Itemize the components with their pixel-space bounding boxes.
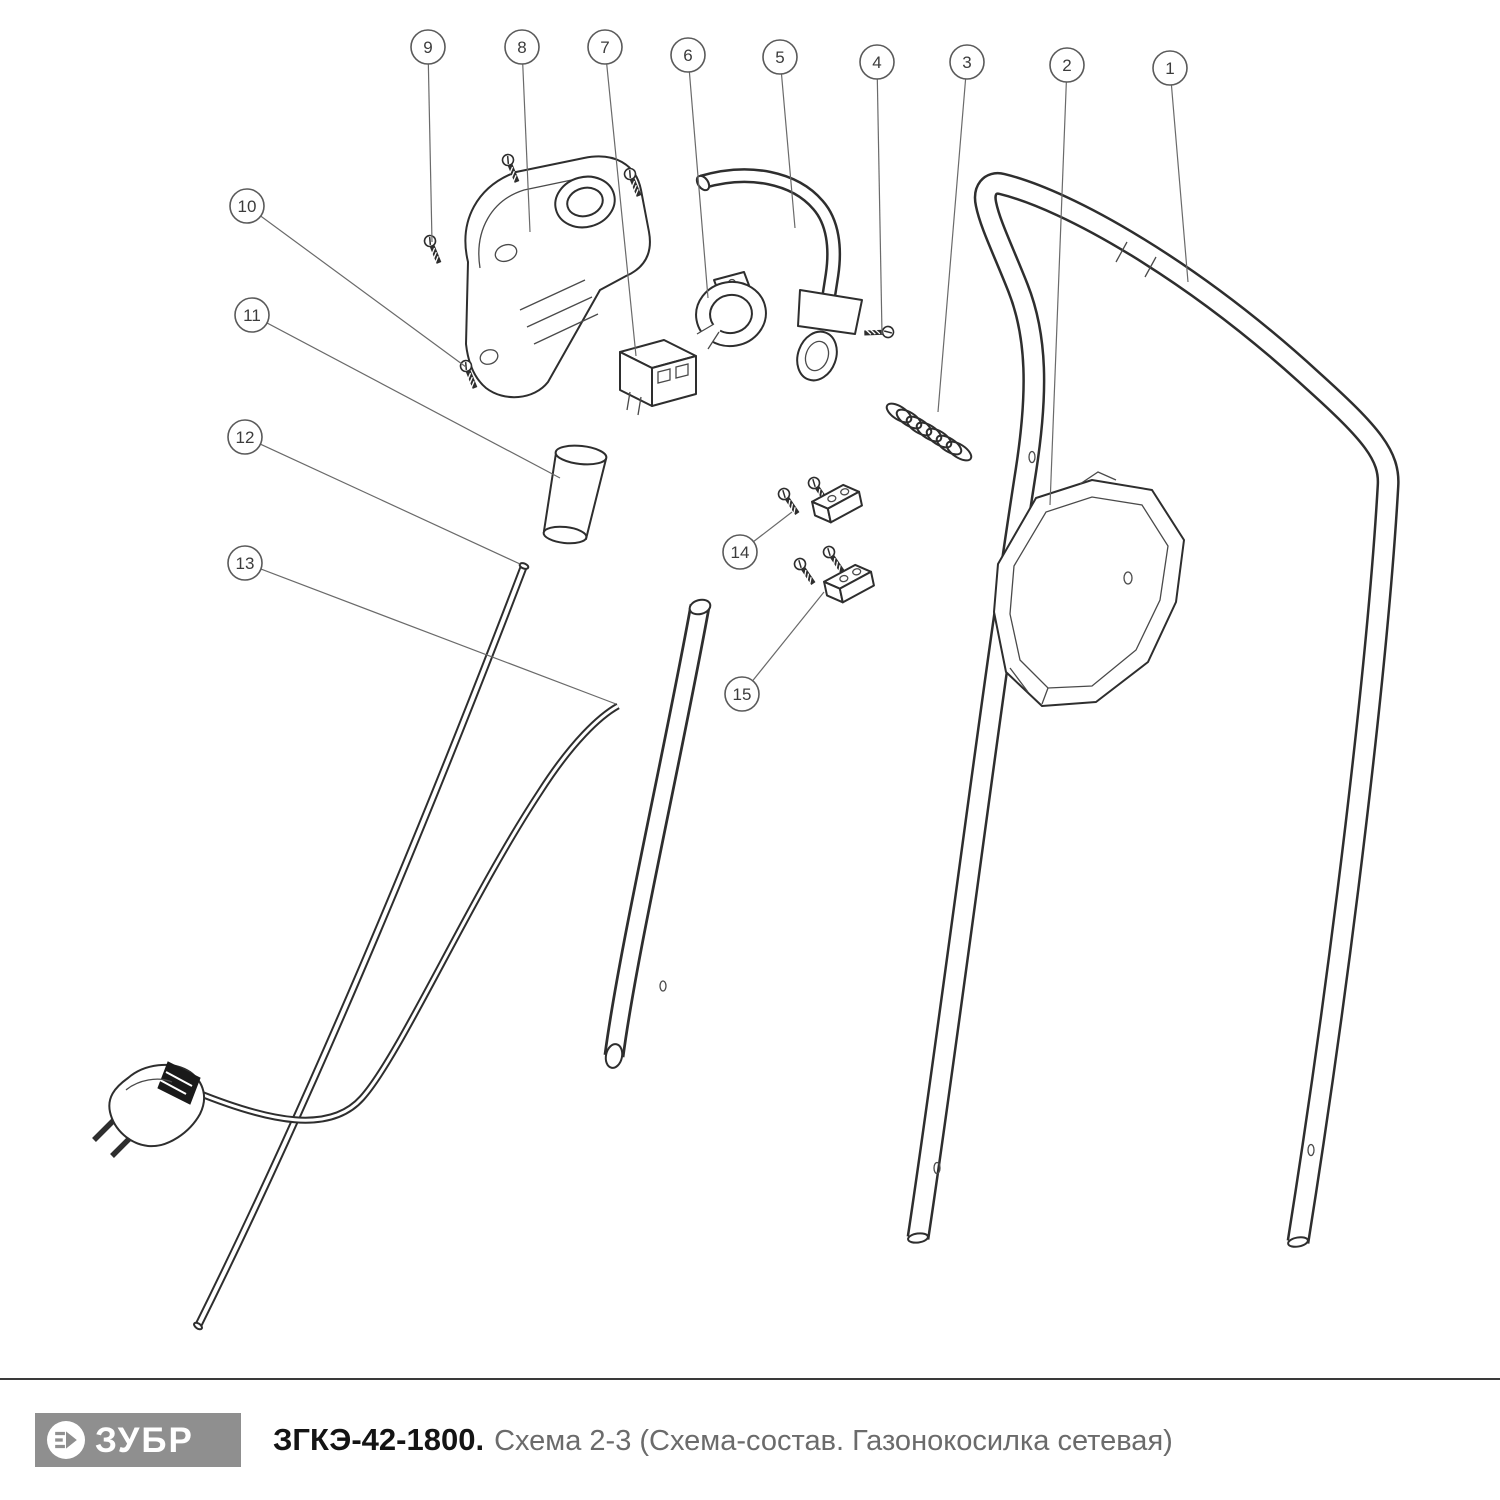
callout-number: 10 [238, 197, 257, 216]
callout-7: 7 [587, 29, 637, 357]
part-control-lever [695, 168, 863, 382]
callout-circle [949, 44, 985, 80]
part-screw-9 [417, 233, 449, 264]
callout-9: 9 [410, 29, 446, 243]
callout-number: 1 [1165, 59, 1174, 78]
leader-line [876, 61, 883, 335]
callout-circle [1152, 50, 1188, 86]
part-screw-4 [863, 318, 895, 347]
leader-line [244, 436, 521, 565]
part-cable-clip-15 [789, 545, 875, 604]
callout-number: 8 [517, 38, 526, 57]
callout-circle [1049, 47, 1085, 83]
part-cover-panel [993, 471, 1185, 707]
callout-5: 5 [762, 39, 798, 229]
callout-6: 6 [670, 37, 709, 299]
leader-line [687, 54, 709, 299]
callout-number: 3 [962, 53, 971, 72]
callout-circle [227, 545, 263, 581]
part-spring [885, 402, 973, 462]
callout-circle [722, 534, 758, 570]
callout-8: 8 [504, 29, 540, 233]
callout-number: 2 [1062, 56, 1071, 75]
footer: ЗУБР ЗГКЭ-42-1800. Схема 2-3 (Схема-сост… [0, 1378, 1500, 1500]
diagram-title: ЗГКЭ-42-1800. Схема 2-3 (Схема-состав. Г… [273, 1422, 1173, 1458]
leader-line [1169, 67, 1189, 283]
callout-circle [229, 188, 265, 224]
callout-circle [670, 37, 706, 73]
callout-circle [587, 29, 623, 65]
callout-number: 5 [775, 48, 784, 67]
zubr-logo: ЗУБР [35, 1413, 241, 1467]
part-lower-handle-tube [603, 598, 712, 1069]
part-rod [193, 562, 530, 1331]
callout-circle [227, 419, 263, 455]
model-number: ЗГКЭ-42-1800. [273, 1422, 485, 1457]
callout-11: 11 [234, 297, 561, 479]
leader-line [251, 314, 561, 479]
callout-number: 7 [600, 38, 609, 57]
callout-number: 11 [243, 306, 261, 325]
leader-line [779, 56, 796, 229]
callout-circle [762, 39, 798, 75]
leader-line [1049, 64, 1068, 506]
leader-line [937, 61, 968, 413]
callout-number: 13 [236, 554, 255, 573]
callout-circle [504, 29, 540, 65]
leader-line [741, 591, 825, 695]
callout-number: 4 [872, 53, 881, 72]
leader-line [604, 46, 637, 357]
callout-circle [724, 676, 760, 712]
callout-number: 12 [236, 428, 255, 447]
part-switch-housing [464, 155, 651, 399]
callout-2: 2 [1049, 47, 1085, 506]
zubr-emblem-icon [47, 1421, 85, 1459]
part-upper-handle [906, 172, 1400, 1248]
callout-4: 4 [859, 44, 895, 335]
callout-circle [410, 29, 446, 65]
leader-line [427, 46, 433, 243]
callout-14: 14 [722, 511, 793, 570]
callout-circle [234, 297, 270, 333]
part-power-cable [92, 702, 620, 1158]
callout-number: 15 [733, 685, 752, 704]
plug-icon [92, 1061, 206, 1158]
callout-10: 10 [229, 188, 467, 368]
callout-number: 14 [731, 543, 750, 562]
part-sleeve [542, 444, 608, 545]
part-clamp-ring [694, 271, 767, 352]
callout-15: 15 [724, 591, 825, 712]
brand-name: ЗУБР [95, 1420, 194, 1460]
callout-12: 12 [227, 419, 521, 565]
part-cable-clip-14 [773, 476, 863, 524]
callout-number: 9 [423, 38, 432, 57]
callout-number: 6 [683, 46, 692, 65]
diagram-subtitle: Схема 2-3 (Схема-состав. Газонокосилка с… [494, 1425, 1173, 1457]
callout-circle [859, 44, 895, 80]
callout-3: 3 [937, 44, 985, 413]
leader-line [244, 562, 617, 705]
leader-line [521, 46, 531, 233]
part-connector-block [619, 339, 697, 416]
callout-1: 1 [1152, 50, 1189, 283]
callout-13: 13 [227, 545, 617, 705]
leader-line [246, 205, 467, 368]
